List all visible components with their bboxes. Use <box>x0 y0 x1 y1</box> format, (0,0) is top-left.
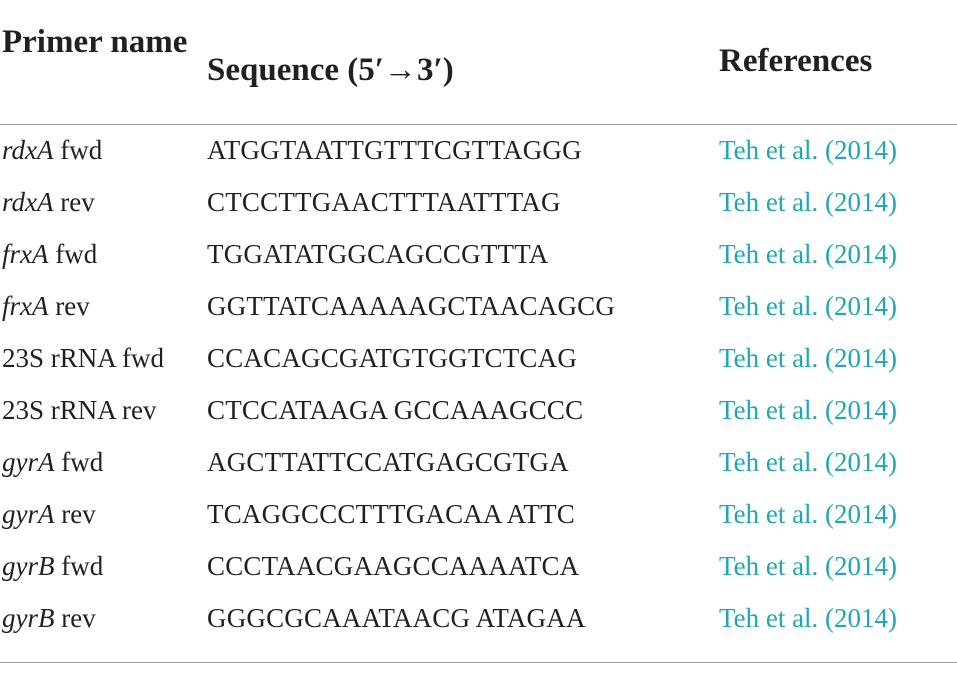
table-row: gyrA fwd AGCTTATTCCATGAGCGTGA Teh et al.… <box>0 436 957 488</box>
primer-name-cell: rdxA rev <box>2 185 95 219</box>
primer-name-cell: gyrB fwd <box>2 549 103 583</box>
primer-direction: rev <box>54 499 96 529</box>
reference-link[interactable]: Teh et al. (2014) <box>719 291 898 321</box>
sequence-cell: CTCCTTGAACTTTAATTTAG <box>207 187 561 217</box>
primer-direction: 23S rRNA rev <box>2 395 157 425</box>
sequence-cell: TGGATATGGCAGCCGTTTA <box>207 239 549 269</box>
reference-link[interactable]: Teh et al. (2014) <box>719 343 898 373</box>
primer-direction: 23S rRNA fwd <box>2 343 165 373</box>
table-row: frxA rev GGTTATCAAAAAGCTAACAGCG Teh et a… <box>0 280 957 332</box>
gene-name: gyrB <box>2 603 55 633</box>
table-row: frxA fwd TGGATATGGCAGCCGTTTA Teh et al. … <box>0 228 957 280</box>
sequence-cell: GGGCGCAAATAACG ATAGAA <box>207 603 586 633</box>
gene-name: gyrA <box>2 447 55 477</box>
gene-name: gyrB <box>2 551 55 581</box>
reference-link[interactable]: Teh et al. (2014) <box>719 499 898 529</box>
reference-link[interactable]: Teh et al. (2014) <box>719 447 898 477</box>
header-references: References <box>719 43 873 79</box>
primer-direction: fwd <box>53 135 103 165</box>
header-primer-name: Primer name <box>2 24 188 60</box>
table-row: rdxA rev CTCCTTGAACTTTAATTTAG Teh et al.… <box>0 176 957 228</box>
primer-direction: rev <box>53 187 95 217</box>
gene-name: rdxA <box>2 135 54 165</box>
primer-direction: fwd <box>48 239 98 269</box>
reference-link[interactable]: Teh et al. (2014) <box>719 395 898 425</box>
sequence-cell: ATGGTAATTGTTTCGTTAGGG <box>207 135 582 165</box>
primer-name-cell: frxA fwd <box>2 237 97 271</box>
reference-link[interactable]: Teh et al. (2014) <box>719 135 898 165</box>
primer-table: Primer name Sequence (5′→3′) References … <box>0 0 957 663</box>
header-sequence: Sequence (5′→3′) <box>207 52 454 88</box>
table-row: gyrB rev GGGCGCAAATAACG ATAGAA Teh et al… <box>0 592 957 644</box>
sequence-cell: CTCCATAAGA GCCAAAGCCC <box>207 395 584 425</box>
table-row: 23S rRNA fwd CCACAGCGATGTGGTCTCAG Teh et… <box>0 332 957 384</box>
sequence-cell: TCAGGCCCTTTGACAA ATTC <box>207 499 575 529</box>
primer-name-cell: 23S rRNA fwd <box>2 341 164 375</box>
gene-name: rdxA <box>2 187 54 217</box>
table-row: 23S rRNA rev CTCCATAAGA GCCAAAGCCC Teh e… <box>0 384 957 436</box>
table-row: rdxA fwd ATGGTAATTGTTTCGTTAGGG Teh et al… <box>0 124 957 176</box>
reference-link[interactable]: Teh et al. (2014) <box>719 603 898 633</box>
primer-direction: fwd <box>54 447 104 477</box>
table-body: rdxA fwd ATGGTAATTGTTTCGTTAGGG Teh et al… <box>0 124 957 644</box>
gene-name: gyrA <box>2 499 55 529</box>
primer-name-cell: gyrA rev <box>2 497 96 531</box>
primer-name-cell: rdxA fwd <box>2 133 102 167</box>
sequence-cell: AGCTTATTCCATGAGCGTGA <box>207 447 569 477</box>
primer-direction: fwd <box>54 551 104 581</box>
gene-name: frxA <box>2 291 49 321</box>
primer-direction: rev <box>54 603 96 633</box>
primer-name-cell: 23S rRNA rev <box>2 393 157 427</box>
header-divider <box>0 124 957 125</box>
primer-name-cell: gyrB rev <box>2 601 96 635</box>
primer-direction: rev <box>48 291 90 321</box>
table-row: gyrA rev TCAGGCCCTTTGACAA ATTC Teh et al… <box>0 488 957 540</box>
table-header: Primer name Sequence (5′→3′) References <box>0 0 957 124</box>
sequence-cell: GGTTATCAAAAAGCTAACAGCG <box>207 291 616 321</box>
sequence-cell: CCACAGCGATGTGGTCTCAG <box>207 343 578 373</box>
sequence-cell: CCCTAACGAAGCCAAAATCA <box>207 551 580 581</box>
reference-link[interactable]: Teh et al. (2014) <box>719 187 898 217</box>
primer-name-cell: frxA rev <box>2 289 90 323</box>
reference-link[interactable]: Teh et al. (2014) <box>719 551 898 581</box>
table-bottom-rule <box>0 662 957 663</box>
gene-name: frxA <box>2 239 49 269</box>
primer-name-cell: gyrA fwd <box>2 445 103 479</box>
reference-link[interactable]: Teh et al. (2014) <box>719 239 898 269</box>
table-row: gyrB fwd CCCTAACGAAGCCAAAATCA Teh et al.… <box>0 540 957 592</box>
